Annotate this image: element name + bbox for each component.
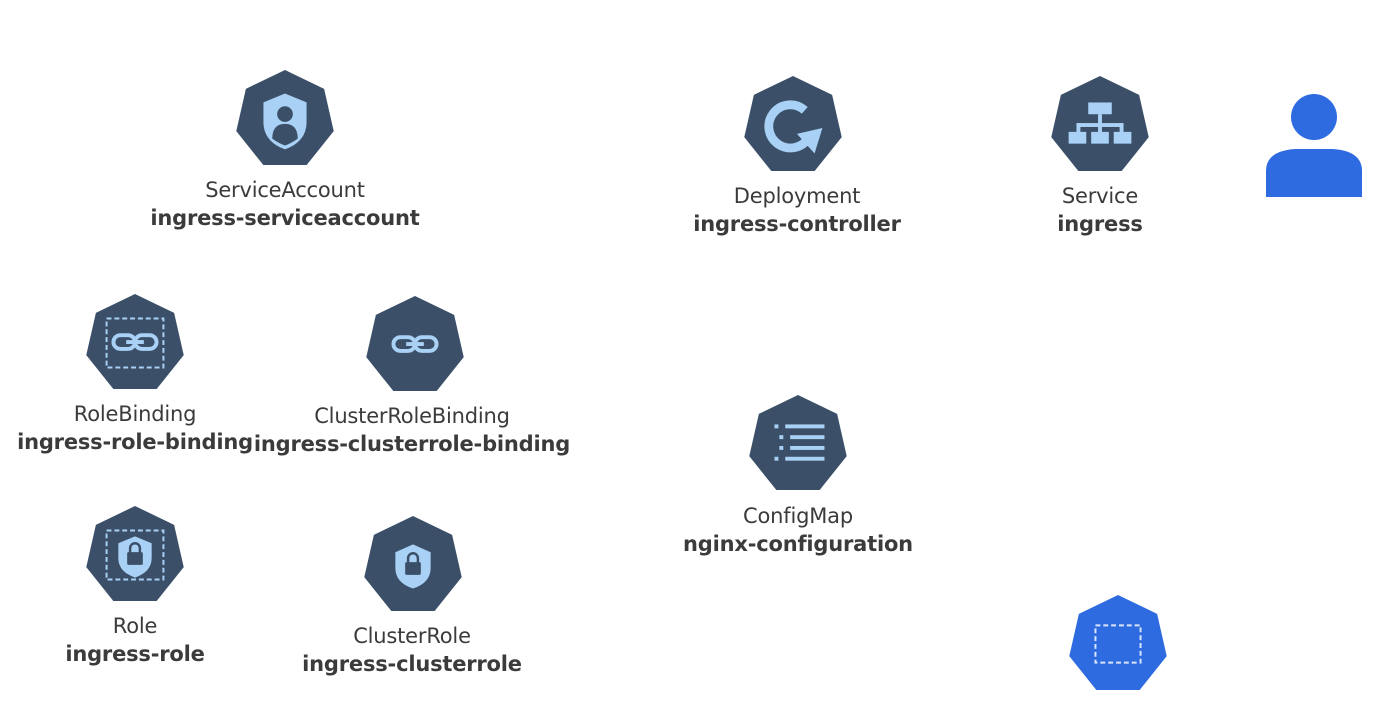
node-kind-label: ConfigMap bbox=[743, 504, 853, 528]
node-kind-label: Role bbox=[112, 614, 158, 638]
node-name-label: ingress bbox=[1057, 212, 1143, 236]
network-tree-icon bbox=[1051, 76, 1149, 171]
link-dashed-frame-icon bbox=[86, 294, 184, 389]
node-kind-label: ServiceAccount bbox=[205, 178, 365, 202]
node-name-label: ingress-role bbox=[65, 642, 205, 666]
node-name-label: ingress-clusterrole bbox=[302, 652, 522, 676]
link-icon bbox=[366, 296, 464, 391]
user-icon bbox=[1266, 94, 1362, 197]
dashed-square-icon bbox=[1069, 595, 1167, 690]
node-name-label: ingress-serviceaccount bbox=[150, 206, 420, 230]
lock-dashed-frame-icon bbox=[86, 506, 184, 601]
list-icon bbox=[749, 395, 847, 490]
node-kind-label: Deployment bbox=[733, 184, 861, 208]
node-kind-label: Service bbox=[1061, 184, 1139, 208]
node-kind-label: ClusterRoleBinding bbox=[314, 404, 510, 428]
node-name-label: ingress-controller bbox=[693, 212, 901, 236]
node-name-label: ingress-clusterrole-binding bbox=[253, 432, 571, 456]
refresh-arrow-icon bbox=[744, 76, 842, 171]
node-kind-label: RoleBinding bbox=[73, 402, 197, 426]
node-kind-label: ClusterRole bbox=[353, 624, 471, 648]
lock-shield-icon bbox=[364, 516, 462, 611]
node-name-label: nginx-configuration bbox=[683, 532, 913, 556]
node-name-label: ingress-role-binding bbox=[17, 430, 253, 454]
shield-user-icon bbox=[236, 70, 334, 165]
